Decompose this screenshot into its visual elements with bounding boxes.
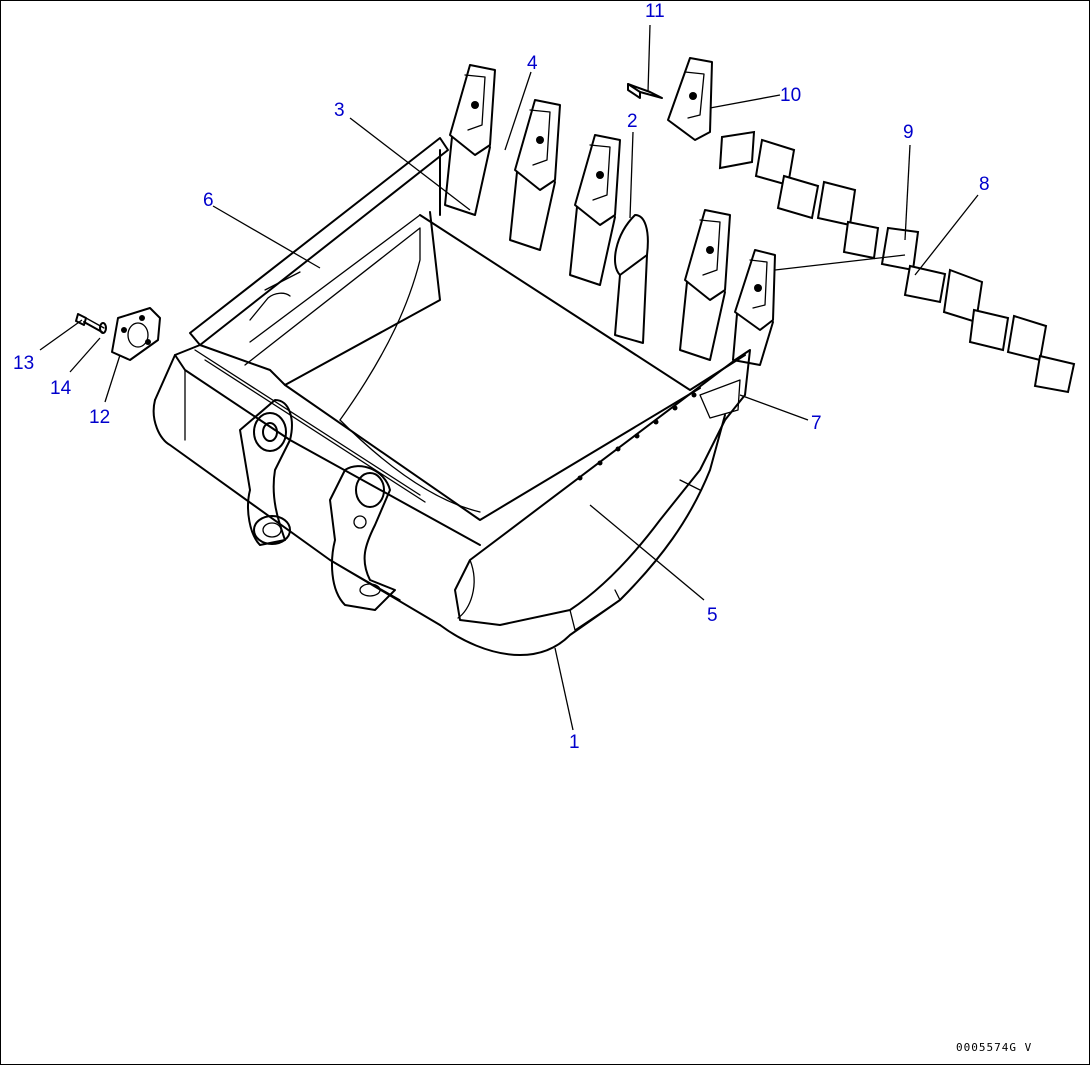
callout-11: 11 — [645, 1, 665, 22]
leader-lines — [39, 24, 979, 731]
callout-13: 13 — [13, 353, 34, 374]
callout-12: 12 — [89, 407, 110, 428]
callout-14: 14 — [50, 378, 72, 399]
retainer-pin — [627, 83, 663, 99]
callout-5: 5 — [707, 605, 718, 626]
callout-4: 4 — [527, 53, 538, 74]
callout-labels: 1 2 3 4 5 6 7 8 9 10 11 12 13 14 — [13, 1, 990, 753]
washer — [99, 322, 107, 334]
callout-8: 8 — [979, 174, 990, 195]
callout-6: 6 — [203, 190, 214, 211]
callout-7: 7 — [811, 413, 822, 434]
boss-cover — [111, 307, 161, 361]
callout-10: 10 — [780, 85, 801, 106]
callout-1: 1 — [569, 732, 580, 753]
spare-tooth — [667, 57, 713, 141]
callout-9: 9 — [903, 122, 914, 143]
bucket-body — [152, 137, 751, 656]
wear-plates — [718, 130, 1076, 394]
callout-2: 2 — [627, 111, 638, 132]
teeth-row — [444, 64, 776, 366]
document-id: 0005574G V — [956, 1041, 1032, 1054]
callout-3: 3 — [334, 100, 345, 121]
side-cutter — [699, 379, 741, 419]
